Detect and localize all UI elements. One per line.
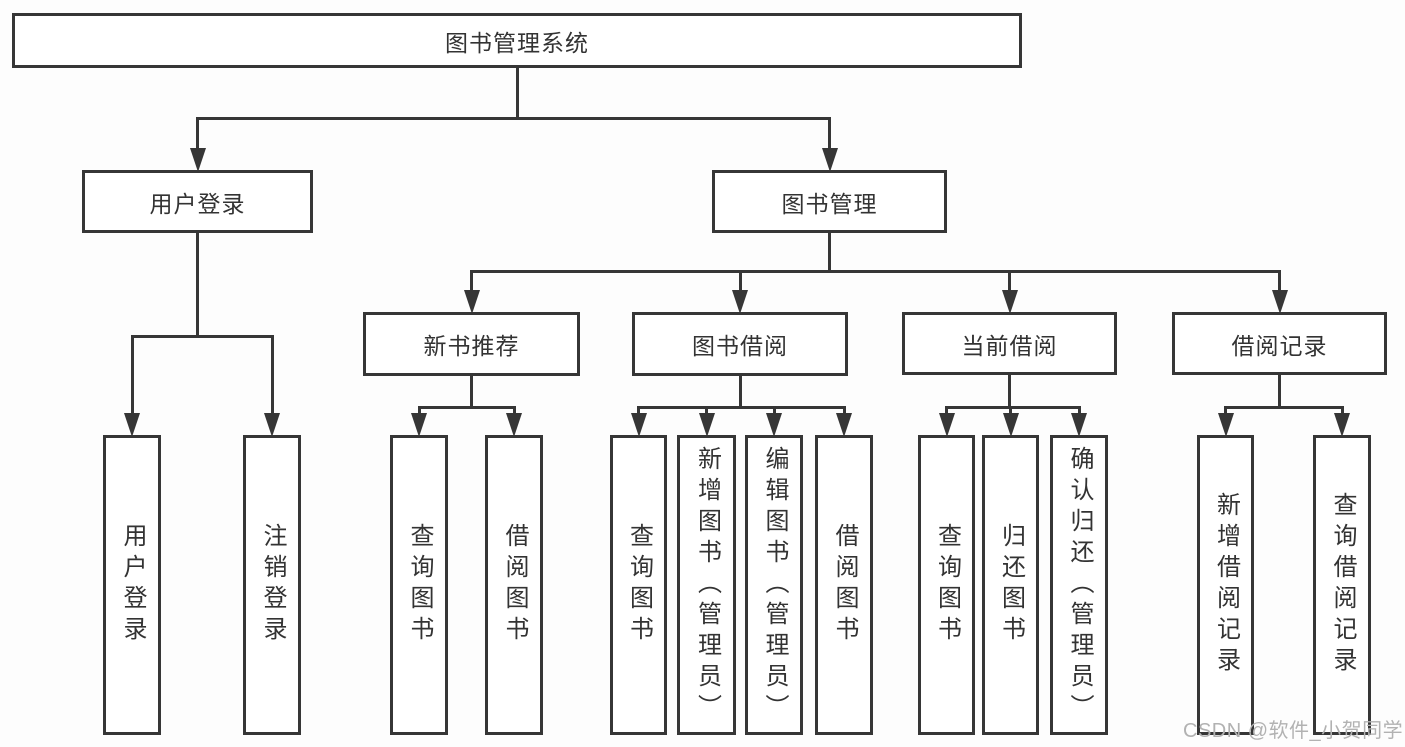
node-label: 新书推荐 (423, 333, 520, 359)
node-root: 图书管理系统 (12, 13, 1022, 68)
node-nbr-query-books: 查询图书 (390, 435, 448, 735)
connector-stub (828, 117, 831, 152)
connector-bar (637, 406, 846, 409)
connector-stub (1341, 406, 1344, 417)
arrowhead-down-icon (1003, 413, 1019, 437)
node-new-book-rec: 新书推荐 (363, 312, 580, 376)
node-label: 借阅图书 (501, 523, 528, 647)
connector-bar (945, 406, 1081, 409)
connector-bar (470, 270, 1281, 273)
arrowhead-down-icon (822, 148, 838, 172)
connector-stub (513, 406, 516, 417)
node-current-borrow: 当前借阅 (902, 312, 1117, 375)
connector-stub (196, 117, 199, 152)
connector-bar (131, 335, 274, 338)
node-cb-confirm-return: 确认归还（管理员） (1050, 435, 1108, 735)
connector-stub (470, 270, 473, 294)
watermark-text: CSDN @软件_小贺同学 (1183, 720, 1404, 742)
node-label: 图书管理系统 (445, 29, 589, 56)
node-label: 借阅图书 (831, 523, 858, 647)
connector-stub (705, 406, 708, 417)
node-bb-add-books: 新增图书（管理员） (677, 435, 736, 735)
node-bb-edit-books: 编辑图书（管理员） (745, 435, 803, 735)
connector-stub (843, 406, 846, 417)
connector-stub (1078, 406, 1081, 417)
node-label: 图书管理 (781, 190, 878, 217)
node-br-query-record: 查询借阅记录 (1313, 435, 1371, 735)
node-label: 新增图书（管理员） (693, 445, 721, 725)
connector-stub (1224, 406, 1227, 417)
node-bb-query-books: 查询图书 (610, 435, 667, 735)
node-cb-return-books: 归还图书 (982, 435, 1039, 735)
connector-stub (271, 335, 274, 417)
connector-bar (418, 406, 516, 409)
connector-stub (1278, 270, 1281, 294)
node-label: 用户登录 (119, 523, 146, 647)
arrowhead-down-icon (939, 413, 955, 437)
arrowhead-down-icon (836, 413, 852, 437)
connector-bar (196, 117, 831, 120)
connector-stub (945, 406, 948, 417)
node-cb-query-books: 查询图书 (918, 435, 975, 735)
node-label: 查询图书 (933, 523, 961, 647)
arrowhead-down-icon (411, 413, 427, 437)
connector-stub (1008, 270, 1011, 294)
connector-stem (470, 376, 473, 409)
node-label: 确认归还（管理员） (1066, 445, 1093, 725)
node-nbr-borrow-books: 借阅图书 (485, 435, 543, 735)
node-book-mgmt: 图书管理 (712, 170, 947, 233)
arrowhead-down-icon (1002, 290, 1018, 314)
arrowhead-down-icon (506, 413, 522, 437)
arrowhead-down-icon (732, 290, 748, 314)
node-bb-borrow-books: 借阅图书 (815, 435, 873, 735)
connector-stem (1008, 375, 1011, 409)
connector-bar (1224, 406, 1344, 409)
connector-stub (418, 406, 421, 417)
node-user-login: 用户登录 (82, 170, 313, 233)
arrowhead-down-icon (190, 148, 206, 172)
arrowhead-down-icon (1334, 413, 1350, 437)
node-book-borrow: 图书借阅 (632, 312, 848, 376)
node-borrow-records: 借阅记录 (1172, 312, 1387, 375)
node-label: 注销登录 (259, 523, 286, 647)
node-label: 归还图书 (997, 523, 1025, 647)
arrowhead-down-icon (766, 413, 782, 437)
connector-stub (773, 406, 776, 417)
connector-stem (828, 233, 831, 273)
arrowhead-down-icon (699, 413, 715, 437)
node-label: 查询借阅记录 (1329, 492, 1356, 678)
arrowhead-down-icon (264, 413, 280, 437)
node-label: 编辑图书（管理员） (761, 445, 788, 725)
connector-stub (131, 335, 134, 417)
connector-stub (739, 270, 742, 294)
connector-stem (196, 233, 199, 338)
arrowhead-down-icon (1272, 290, 1288, 314)
connector-stem (516, 68, 519, 120)
node-leaf-logout: 注销登录 (243, 435, 301, 735)
connector-stem (739, 376, 742, 409)
node-leaf-user-login: 用户登录 (103, 435, 161, 735)
node-label: 查询图书 (625, 523, 653, 647)
node-label: 查询图书 (406, 523, 433, 647)
node-label: 用户登录 (149, 190, 246, 217)
arrowhead-down-icon (1071, 413, 1087, 437)
connector-stub (1009, 406, 1012, 417)
node-label: 新增借阅记录 (1212, 492, 1240, 678)
node-label: 图书借阅 (692, 333, 788, 359)
node-label: 当前借阅 (961, 332, 1058, 359)
arrowhead-down-icon (464, 290, 480, 314)
arrowhead-down-icon (124, 413, 140, 437)
arrowhead-down-icon (1218, 413, 1234, 437)
connector-stub (637, 406, 640, 417)
connector-stem (1278, 375, 1281, 409)
arrowhead-down-icon (631, 413, 647, 437)
node-br-add-record: 新增借阅记录 (1197, 435, 1254, 735)
node-label: 借阅记录 (1231, 332, 1328, 359)
